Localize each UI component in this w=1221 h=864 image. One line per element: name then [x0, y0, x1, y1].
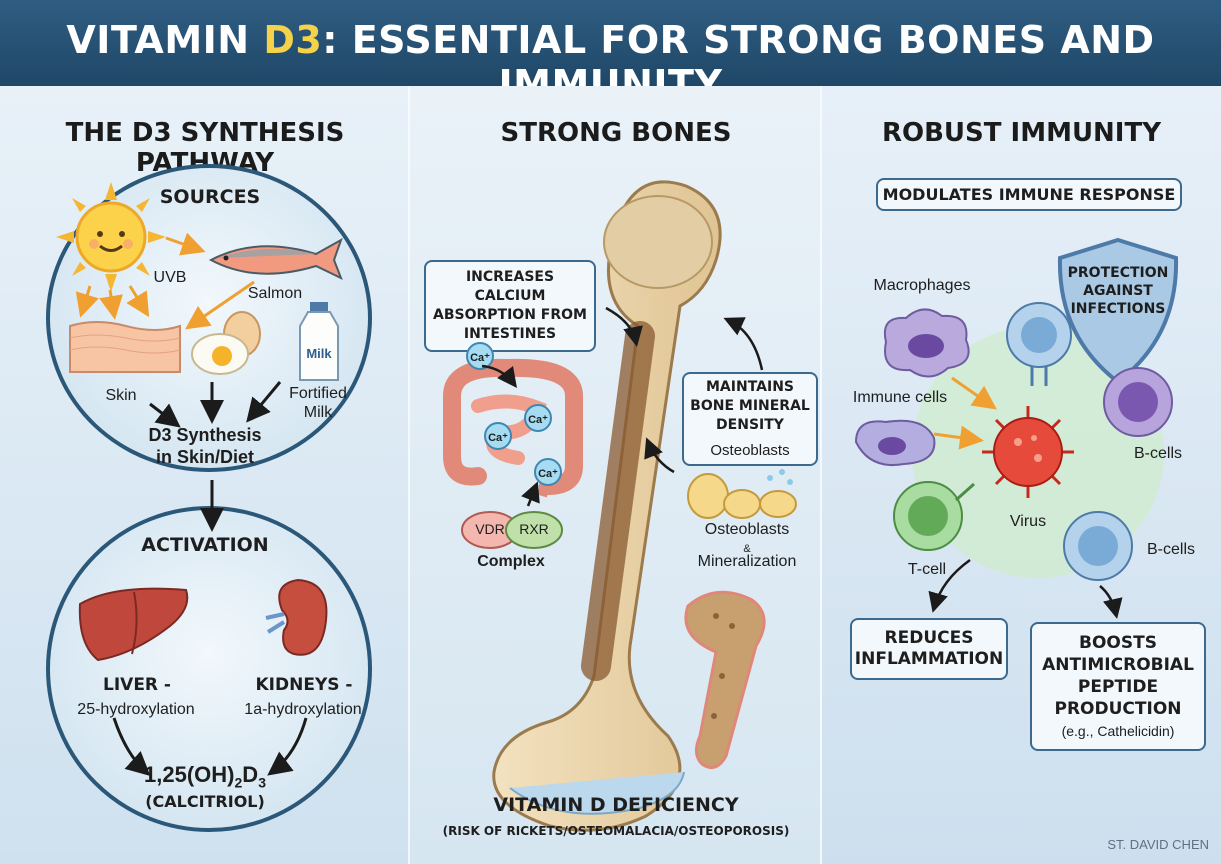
vdr-label: VDR	[475, 521, 505, 537]
title-accent: D3	[263, 18, 323, 62]
deficiency-title: VITAMIN D DEFICIENCY	[493, 794, 739, 816]
d3-synthesis-label: D3 Synthesis in Skin/Diet	[148, 425, 262, 467]
vdr-rxr-complex-icon	[461, 511, 563, 549]
osteoblast-cells-icon	[687, 469, 797, 519]
bones-arrows	[481, 306, 764, 507]
mineralization-label: Mineralization	[697, 553, 797, 570]
milk-bottle-text: Milk	[306, 346, 332, 361]
immune-cell-icon	[854, 419, 936, 466]
liver-sub: 25-hydroxylation	[77, 701, 195, 718]
header-banner: VITAMIN D3: ESSENTIAL FOR STRONG BONES A…	[0, 0, 1221, 106]
boosts-box: BOOSTS ANTIMICROBIAL PEPTIDE PRODUCTION …	[1030, 622, 1206, 751]
calcium-ions	[466, 342, 562, 486]
activation-circle	[46, 506, 372, 832]
reduces-inflammation-box: REDUCES INFLAMMATION	[850, 618, 1008, 680]
b-cells-top-label: B-cells	[1133, 445, 1182, 462]
immunity-panel: ROBUST IMMUNITY MODULATES IMMUNE RESPONS…	[822, 86, 1221, 864]
immune-cells-label: Immune cells	[852, 389, 948, 406]
ca-ion-1: Ca⁺	[470, 352, 490, 364]
immunity-title: ROBUST IMMUNITY	[881, 118, 1162, 148]
femur-bone-icon	[492, 180, 722, 832]
kidneys-title: KIDNEYS -	[255, 675, 353, 695]
immunity-arrows	[928, 376, 1123, 619]
skin-icon	[69, 321, 181, 373]
liver-icon	[78, 587, 189, 662]
boosts-text: BOOSTS ANTIMICROBIAL PEPTIDE PRODUCTION	[1042, 633, 1194, 719]
complex-label: Complex	[477, 553, 545, 570]
egg-icon	[191, 311, 261, 375]
pathway-title: THE D3 SYNTHESIS PATHWAY	[65, 118, 345, 178]
signature: ST. DAVID CHEN	[1107, 837, 1209, 852]
bone-density-sub: Osteoblasts	[710, 442, 790, 459]
lymphocyte-icon	[1006, 302, 1072, 386]
sources-label: SOURCES	[159, 186, 261, 208]
virus-icon	[982, 406, 1074, 498]
kidney-icon	[265, 578, 328, 656]
bone-density-box: MAINTAINS BONE MINERAL DENSITY Osteoblas…	[682, 372, 818, 466]
calcium-absorption-box: INCREASES CALCIUM ABSORPTION FROM INTEST…	[424, 260, 596, 352]
ca-ion-2: Ca⁺	[528, 414, 548, 426]
sun-icon	[56, 182, 166, 292]
b-cells-bottom-label: B-cells	[1146, 541, 1195, 558]
synthesis-pathway-panel: THE D3 SYNTHESIS PATHWAY SOURCES UVB Sal…	[0, 86, 410, 864]
divider-right	[820, 86, 823, 864]
milk-bottle-icon	[299, 302, 339, 381]
pathway-arrows	[75, 232, 308, 777]
macrophage-icon	[884, 308, 970, 378]
kidneys-sub: 1a-hydroxylation	[244, 701, 362, 718]
activation-label: ACTIVATION	[141, 534, 269, 556]
t-cell-label: T-cell	[907, 561, 947, 578]
calcitriol-formula: 1,25(OH)2D3	[144, 762, 266, 791]
ca-ion-3: Ca⁺	[488, 432, 508, 444]
salmon-label: Salmon	[247, 285, 303, 302]
deficiency-sub: (RISK OF RICKETS/OSTEOMALACIA/OSTEOPOROS…	[442, 824, 790, 838]
calcitriol-label: (CALCITRIOL)	[145, 792, 265, 811]
bone-density-text: MAINTAINS BONE MINERAL DENSITY	[690, 379, 810, 433]
b-cell-blue-icon	[1063, 511, 1133, 581]
osteoblasts-label: Osteoblasts	[704, 521, 790, 538]
bones-title: STRONG BONES	[500, 118, 732, 148]
macrophages-label: Macrophages	[873, 277, 971, 294]
skin-label: Skin	[105, 387, 137, 404]
liver-title: LIVER -	[103, 675, 171, 695]
salmon-icon	[208, 237, 343, 280]
modulates-box: MODULATES IMMUNE RESPONSE	[876, 178, 1182, 211]
strong-bones-panel: STRONG BONES INCREASES CALCIUM ABSORPTIO…	[410, 86, 822, 864]
shield-text: PROTECTION AGAINST INFECTIONS	[1067, 265, 1169, 317]
uvb-label: UVB	[153, 269, 187, 286]
t-cell-icon	[893, 481, 975, 551]
ca-ion-4: Ca⁺	[538, 468, 558, 480]
virus-label: Virus	[1009, 513, 1047, 530]
rxr-label: RXR	[519, 521, 549, 537]
fortified-milk-label: Fortified Milk	[289, 385, 347, 421]
b-cell-purple-icon	[1103, 367, 1173, 437]
boosts-sub: (e.g., Cathelicidin)	[1061, 723, 1175, 739]
osteo-amp: &	[743, 543, 751, 555]
divider-left	[408, 86, 411, 864]
deficient-bone-icon	[684, 590, 766, 770]
